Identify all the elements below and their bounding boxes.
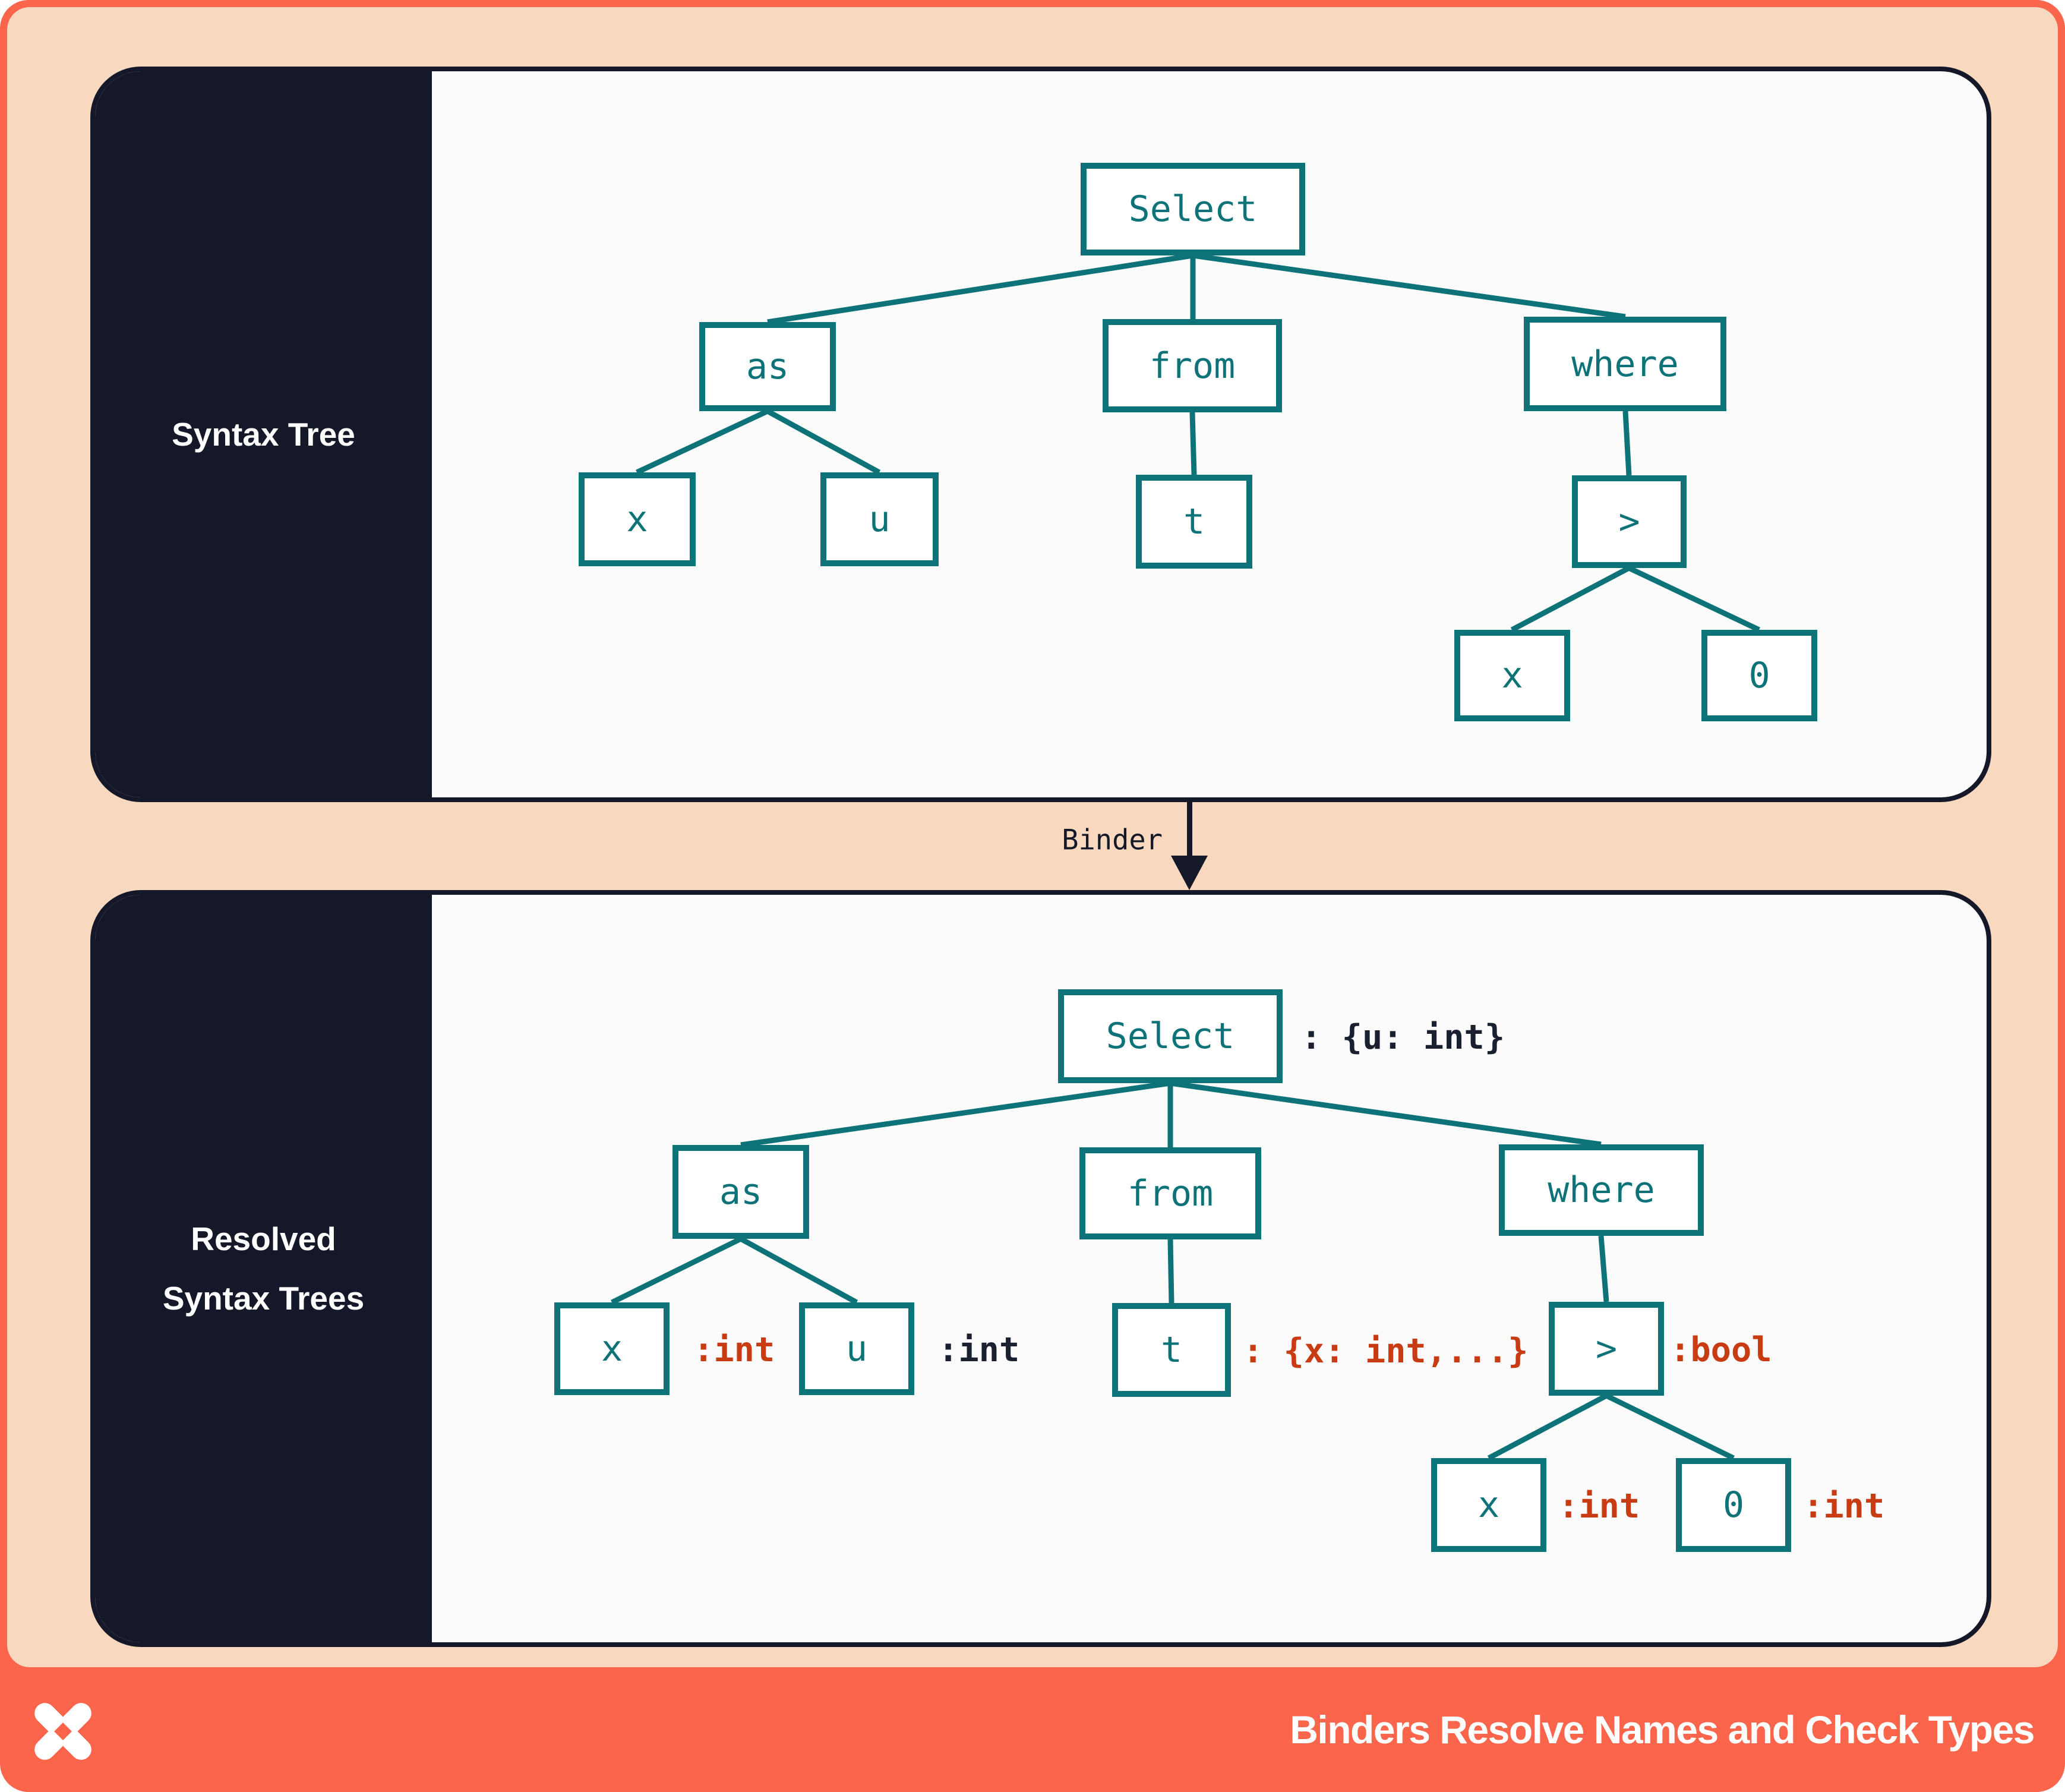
type-annotation-x-alias: :int	[693, 1330, 775, 1370]
tree-node-as: as	[672, 1145, 809, 1239]
binder-arrowhead-icon	[1171, 856, 1208, 890]
node-label: u	[845, 1328, 868, 1370]
node-label: Select	[1106, 1015, 1235, 1057]
tree-node-t: t	[1112, 1303, 1231, 1397]
tree-node-where: where	[1524, 317, 1726, 411]
x-pinwheel-logo-icon	[34, 1703, 91, 1760]
type-annotation-gt: :bool	[1670, 1330, 1772, 1370]
resolved-syntax-trees-sidebar: Resolved Syntax Trees	[95, 895, 432, 1642]
poster-title: Binders Resolve Names and Check Types	[1290, 1708, 2035, 1752]
content-area: Select as from where x u t >	[7, 7, 2058, 1667]
tree-node-as: as	[699, 322, 836, 411]
node-label: 0	[1748, 655, 1770, 696]
binder-label: Binder	[1062, 824, 1163, 857]
node-label: t	[1183, 501, 1205, 542]
node-label: where	[1548, 1169, 1655, 1211]
tree-node-where: where	[1499, 1144, 1704, 1236]
node-label: x	[601, 1328, 623, 1370]
resolved-syntax-trees-panel: Select : {u: int} as from where x :int u…	[90, 890, 1991, 1647]
tree-node-from: from	[1079, 1147, 1261, 1239]
type-annotation-t: : {x: int,...}	[1243, 1332, 1529, 1371]
tree-node-zero: 0	[1676, 1458, 1791, 1552]
syntax-tree-panel: Select as from where x u t >	[90, 67, 1991, 802]
tree-node-x-operand: x	[1431, 1458, 1546, 1552]
tree-node-from: from	[1103, 319, 1282, 412]
node-label: where	[1571, 343, 1679, 385]
tree-node-gt: >	[1549, 1302, 1664, 1396]
syntax-tree-sidebar: Syntax Tree	[95, 71, 432, 797]
panel-title: Syntax Tree	[172, 416, 355, 453]
tree-node-x-operand: x	[1454, 630, 1570, 721]
node-label: u	[869, 499, 891, 540]
node-label: as	[746, 346, 790, 387]
tree-node-zero: 0	[1701, 630, 1817, 721]
tree-node-u-alias: u	[799, 1302, 914, 1395]
tree-node-x-alias: x	[554, 1302, 670, 1395]
type-annotation-select: : {u: int}	[1301, 1018, 1505, 1057]
footer-bar: Binders Resolve Names and Check Types	[0, 1667, 2065, 1792]
node-label: >	[1595, 1328, 1618, 1370]
panel-title-line2: Syntax Trees	[162, 1280, 365, 1317]
type-annotation-zero: :int	[1803, 1487, 1885, 1526]
type-annotation-x-operand: :int	[1558, 1487, 1640, 1526]
type-annotation-u-alias: :int	[938, 1330, 1020, 1370]
node-label: x	[1477, 1484, 1500, 1526]
node-label: from	[1149, 345, 1236, 387]
tree-node-x-alias: x	[579, 472, 696, 566]
node-label: t	[1160, 1329, 1183, 1371]
node-label: 0	[1722, 1484, 1745, 1526]
tree-node-t: t	[1136, 475, 1252, 569]
node-label: x	[626, 499, 648, 540]
node-label: from	[1127, 1172, 1214, 1214]
tree-node-select: Select	[1081, 163, 1305, 255]
node-label: >	[1618, 501, 1640, 542]
panel-title-line1: Resolved	[191, 1220, 336, 1257]
tree-node-gt: >	[1572, 475, 1687, 568]
binder-arrow	[1187, 802, 1192, 857]
node-label: as	[719, 1171, 763, 1213]
node-label: x	[1501, 655, 1523, 696]
tree-node-u-alias: u	[820, 472, 939, 566]
node-label: Select	[1128, 188, 1258, 230]
tree-node-select: Select	[1058, 989, 1283, 1083]
